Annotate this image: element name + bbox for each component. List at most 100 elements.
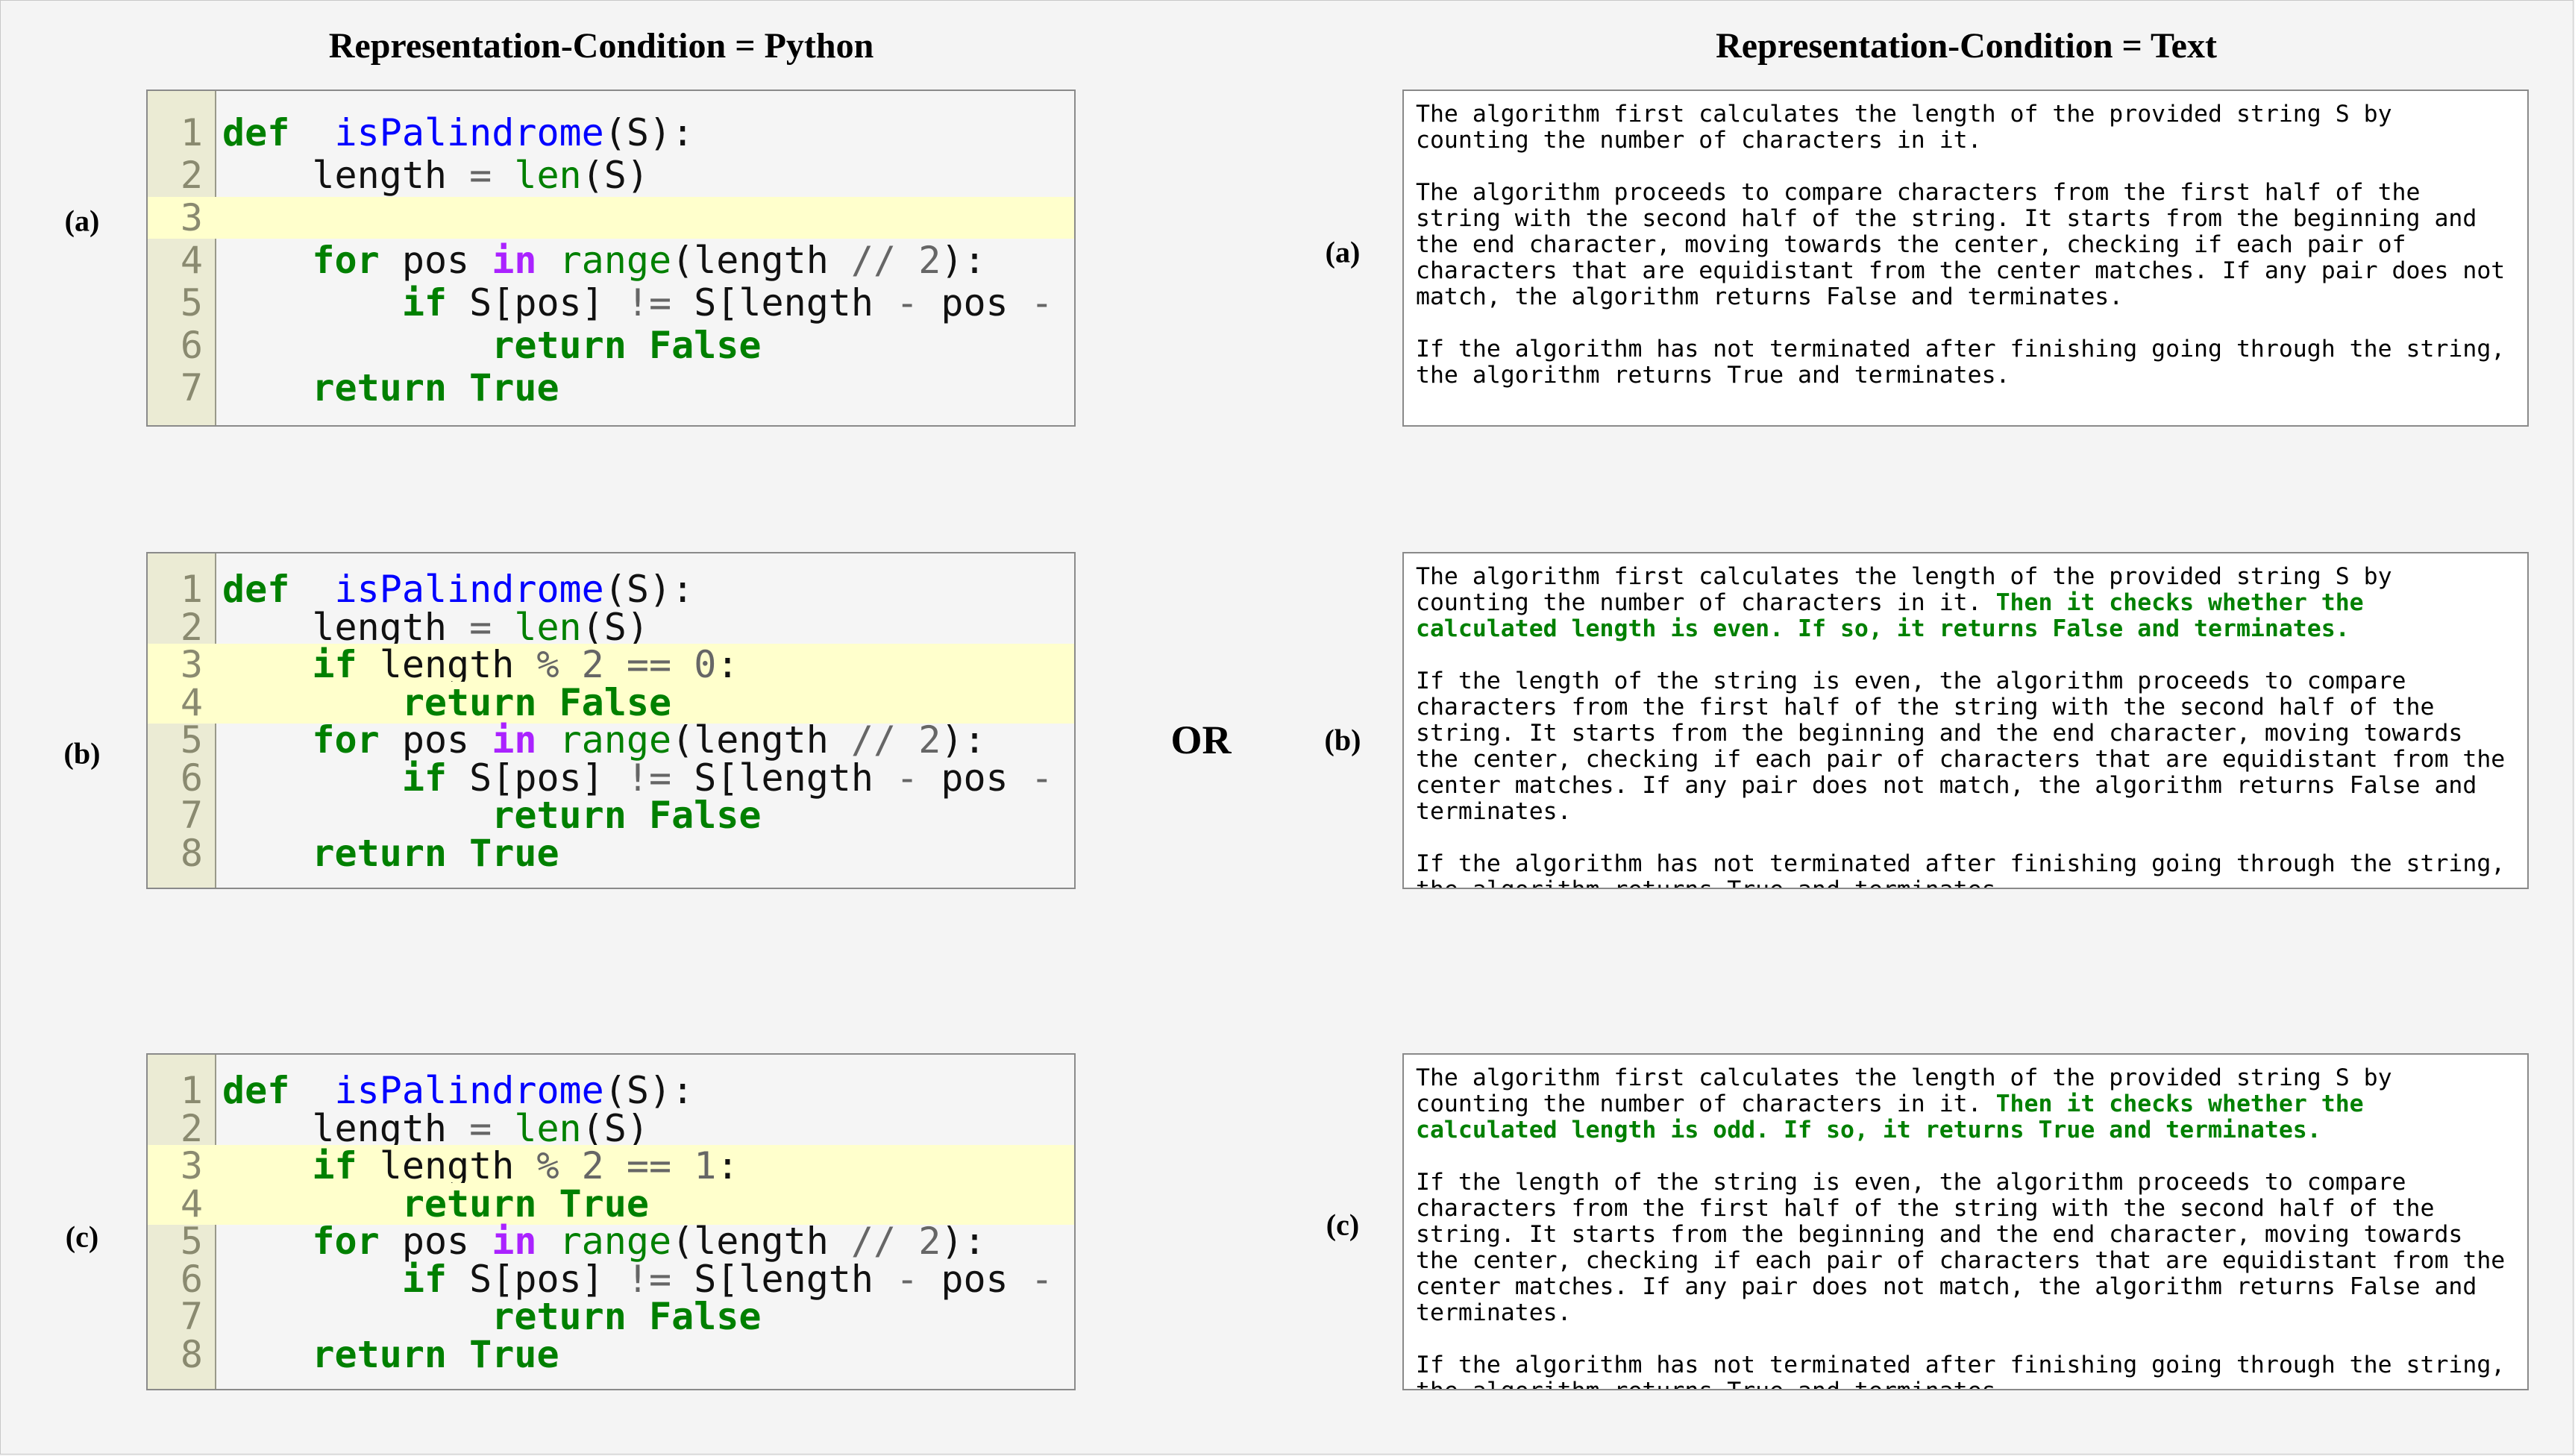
code-line: 4 for pos in range(length // 2): xyxy=(148,239,1074,281)
description-paragraph: If the algorithm has not terminated afte… xyxy=(1416,336,2515,389)
code-text: if length % 2 == 0: xyxy=(222,644,738,685)
line-number: 4 xyxy=(180,680,203,724)
description-paragraph: The algorithm proceeds to compare charac… xyxy=(1416,180,2515,310)
code-token: True xyxy=(536,1182,649,1226)
code-line: 7 return False xyxy=(148,794,1074,836)
code-token: def xyxy=(222,568,290,611)
code-token: return xyxy=(312,831,448,875)
code-token: if xyxy=(401,1257,448,1301)
code-token: // xyxy=(850,718,897,762)
row-label-b-text: (b) xyxy=(1324,723,1361,757)
row-label-a-python: (a) xyxy=(64,204,100,238)
code-token: 1 xyxy=(1053,756,1074,800)
code-text: length = len(S) xyxy=(222,154,649,196)
text-segment: The algorithm first calculates the lengt… xyxy=(1416,101,2406,154)
code-token xyxy=(222,1144,312,1187)
code-text: for pos in range(length // 2): xyxy=(222,718,986,762)
code-token: pos xyxy=(379,1220,492,1263)
line-number: 1 xyxy=(180,1069,203,1112)
code-line: 6 if S[pos] != S[length - pos - 1]: xyxy=(148,757,1074,799)
code-token: False xyxy=(626,794,762,837)
code-token: length xyxy=(222,154,470,197)
code-token: 2 xyxy=(559,1144,604,1187)
code-token: == xyxy=(626,1144,672,1187)
line-number: 2 xyxy=(180,605,203,649)
highlighted-text: Then it checks whether the calculated le… xyxy=(1416,1091,2364,1143)
line-number: 1 xyxy=(180,111,203,154)
line-number: 6 xyxy=(180,324,203,367)
description-paragraph: If the length of the string is even, the… xyxy=(1416,668,2515,825)
line-number: 4 xyxy=(180,239,203,282)
code-token: // xyxy=(850,239,897,282)
code-token xyxy=(222,324,492,367)
code-token: length xyxy=(357,643,537,686)
code-token: if xyxy=(401,756,448,800)
description-paragraph: The algorithm first calculates the lengt… xyxy=(1416,101,2515,154)
code-token: - xyxy=(1030,756,1053,800)
code-line: 4 return True xyxy=(148,1182,1074,1226)
code-token: S[length xyxy=(671,1257,897,1301)
code-token: def xyxy=(222,1069,290,1112)
line-number-gutter xyxy=(148,91,216,425)
code-token: 2 xyxy=(559,643,604,686)
code-token: ): xyxy=(941,718,986,762)
code-text: def isPalindrome(S): xyxy=(222,568,694,610)
code-token: (length xyxy=(671,718,851,762)
code-line: 8 return True xyxy=(148,832,1074,874)
code-token xyxy=(289,111,334,154)
code-line: 3 if length % 2 == 1: xyxy=(148,1145,1074,1187)
code-text: length = len(S) xyxy=(222,606,649,648)
line-number: 1 xyxy=(180,568,203,611)
code-token xyxy=(222,1295,492,1338)
line-number: 3 xyxy=(180,643,203,686)
code-line: 5 for pos in range(length // 2): xyxy=(148,1220,1074,1262)
description-paragraph: The algorithm first calculates the lengt… xyxy=(1416,564,2515,642)
line-number: 7 xyxy=(180,794,203,837)
text-panel-c: The algorithm first calculates the lengt… xyxy=(1402,1053,2529,1390)
description-paragraph: If the length of the string is even, the… xyxy=(1416,1170,2515,1326)
code-token xyxy=(222,643,312,686)
code-text: length = len(S) xyxy=(222,1108,649,1149)
code-token: - xyxy=(896,1257,919,1301)
code-line: 6 return False xyxy=(148,324,1074,366)
code-token: pos xyxy=(379,239,492,282)
code-token: len xyxy=(492,605,582,649)
code-text: return True xyxy=(222,1334,559,1375)
code-token: S[pos] xyxy=(447,281,627,324)
code-text: return False xyxy=(222,682,671,724)
code-token: return xyxy=(312,1332,448,1376)
code-token: != xyxy=(626,1257,672,1301)
code-token: isPalindrome xyxy=(334,111,604,154)
code-token xyxy=(222,832,312,875)
line-number: 8 xyxy=(180,831,203,875)
text-segment: If the length of the string is even, the… xyxy=(1416,668,2520,825)
code-token: (length xyxy=(671,1220,851,1263)
description-paragraph: The algorithm first calculates the lengt… xyxy=(1416,1065,2515,1143)
line-number: 7 xyxy=(180,1295,203,1338)
code-token: - xyxy=(1030,281,1053,324)
code-token: ): xyxy=(941,239,986,282)
code-text: return False xyxy=(222,1296,761,1337)
code-token: = xyxy=(469,605,492,649)
code-token: in xyxy=(492,718,537,762)
code-token: (S): xyxy=(603,1069,694,1112)
code-token: 2 xyxy=(896,239,941,282)
code-token: return xyxy=(492,324,627,367)
text-panel-a: The algorithm first calculates the lengt… xyxy=(1402,90,2529,427)
code-text: def isPalindrome(S): xyxy=(222,112,694,154)
code-token xyxy=(289,1069,334,1112)
code-token: (length xyxy=(671,239,851,282)
row-label-c-python: (c) xyxy=(65,1220,99,1254)
code-line: 2 length = len(S) xyxy=(148,606,1074,648)
row-label-b-python: (b) xyxy=(63,736,101,771)
code-line: 2 length = len(S) xyxy=(148,1108,1074,1149)
code-token: len xyxy=(492,154,582,197)
code-token: 1 xyxy=(1053,1258,1074,1301)
text-segment: The algorithm first calculates the lengt… xyxy=(1416,563,2406,616)
code-token: return xyxy=(401,680,537,724)
code-token xyxy=(222,756,402,800)
